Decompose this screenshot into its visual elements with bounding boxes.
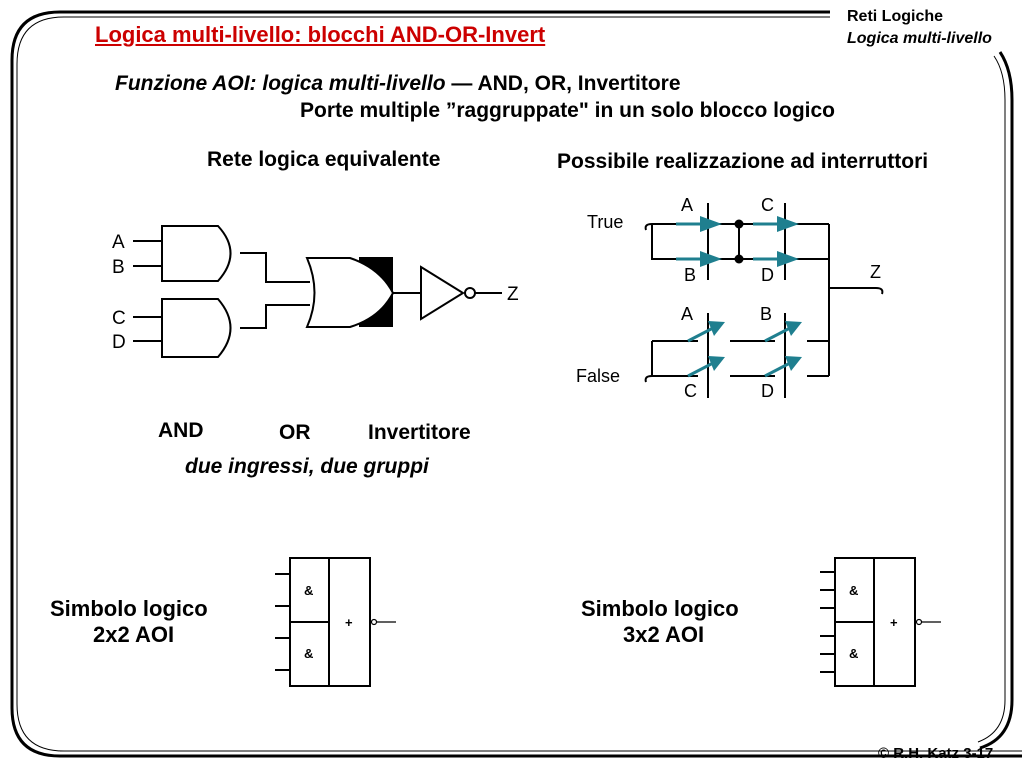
subtitle-line2: Porte multiple ”raggruppate" in un solo … (300, 99, 835, 122)
symbol-2x2-caption-line2: 2x2 AOI (93, 622, 175, 647)
course-name: Reti Logiche (847, 8, 944, 25)
output-terminal (875, 287, 884, 295)
and-gate-1 (161, 225, 232, 282)
or-symbol-2x2: + (345, 615, 353, 630)
closed-switches (676, 216, 799, 267)
gate-network (133, 225, 502, 358)
label-or: OR (279, 421, 311, 444)
or-gate (305, 257, 395, 328)
and-gate-2 (161, 298, 232, 358)
and-symbol-2x2-bottom: & (304, 646, 313, 661)
and-symbol-3x2-top: & (849, 583, 858, 598)
slide-title: Logica multi-livello: blocchi AND-OR-Inv… (95, 22, 546, 47)
subtitle-rest: — AND, OR, Invertitore (445, 72, 681, 95)
symbol-3x2-caption-line2: 3x2 AOI (623, 622, 705, 647)
symbol-2x2-aoi (275, 557, 396, 687)
switch-labels: True False Z A C B D A B C D (576, 195, 881, 401)
input-d: D (112, 332, 126, 353)
output-z: Z (507, 284, 519, 305)
switch-bottom-b: B (760, 304, 772, 324)
topic-name: Logica multi-livello (847, 30, 992, 47)
input-c: C (112, 308, 126, 329)
subtitle-line1: Funzione AOI: logica multi-livello — AND… (115, 72, 681, 96)
gate-input-labels: A B C D Z (112, 232, 519, 353)
footer-copyright: © R.H. Katz 3-17 (878, 745, 994, 762)
false-label: False (576, 366, 620, 386)
label-and: AND (158, 419, 204, 442)
subtitle-italic: Funzione AOI: logica multi-livello (115, 72, 446, 95)
true-label: True (587, 212, 623, 232)
junction-dots (734, 219, 744, 264)
switch-top-a: A (681, 195, 693, 215)
left-section-title: Rete logica equivalente (207, 148, 441, 171)
symbol-3x2-caption-line1: Simbolo logico (581, 596, 739, 621)
gate-note: due ingressi, due gruppi (185, 455, 429, 478)
switch-top-c: C (761, 195, 774, 215)
switch-top-b: B (684, 265, 696, 285)
false-terminal (644, 375, 653, 383)
symbol-3x2-aoi (820, 557, 941, 687)
switch-bottom-d: D (761, 381, 774, 401)
switch-network (644, 203, 884, 398)
switch-bottom-c: C (684, 381, 697, 401)
and-symbol-2x2-top: & (304, 583, 313, 598)
true-terminal (644, 223, 653, 231)
open-switches (687, 321, 802, 378)
symbol-2x2-caption-line1: Simbolo logico (50, 596, 208, 621)
and-symbol-3x2-bottom: & (849, 646, 858, 661)
or-symbol-3x2: + (890, 615, 898, 630)
switch-bottom-a: A (681, 304, 693, 324)
inverter-bubble (464, 287, 476, 299)
right-section-title: Possibile realizzazione ad interruttori (557, 150, 929, 173)
input-a: A (112, 232, 125, 253)
switch-top-d: D (761, 265, 774, 285)
label-inverter: Invertitore (368, 421, 471, 444)
input-b: B (112, 257, 125, 278)
inverter-gate (420, 265, 465, 321)
switch-output-z: Z (870, 262, 881, 282)
